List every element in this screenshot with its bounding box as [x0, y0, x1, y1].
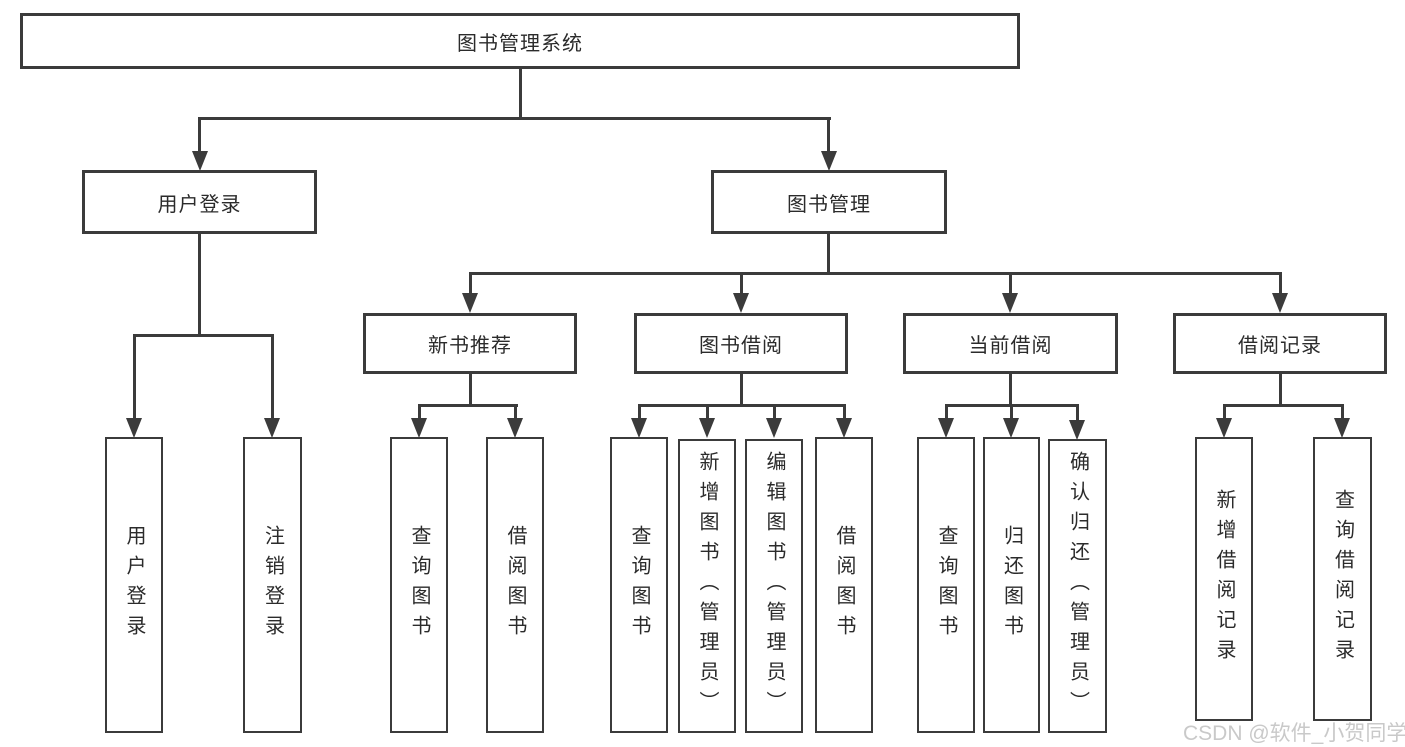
connector-line — [198, 117, 831, 120]
arrow-down-icon — [1334, 418, 1350, 438]
node-leaf-rec-borrow-books-label: 借阅图书 — [504, 525, 526, 645]
connector-line — [469, 272, 1282, 275]
arrow-down-icon — [1002, 293, 1018, 313]
node-leaf-br-add-record-label: 新增借阅记录 — [1213, 489, 1235, 669]
arrow-down-icon — [699, 418, 715, 438]
arrow-down-icon — [1216, 418, 1232, 438]
node-book-borrowing-label: 图书借阅 — [699, 335, 783, 357]
node-leaf-cb-confirm-return-admin: 确认归还（管理员） — [1048, 439, 1107, 733]
arrow-down-icon — [938, 418, 954, 438]
arrow-down-icon — [766, 418, 782, 438]
node-leaf-rec-borrow-books: 借阅图书 — [486, 437, 544, 733]
node-leaf-bb-query-books-label: 查询图书 — [628, 525, 650, 645]
node-leaf-bb-add-books-admin: 新增图书（管理员） — [678, 439, 736, 733]
node-leaf-user-login-label: 用户登录 — [123, 525, 145, 645]
node-book-management: 图书管理 — [711, 170, 947, 234]
node-leaf-cb-query-books-label: 查询图书 — [935, 525, 957, 645]
node-leaf-cb-return-books-label: 归还图书 — [1000, 525, 1023, 645]
node-leaf-rec-query-books: 查询图书 — [390, 437, 448, 733]
arrow-down-icon — [836, 418, 852, 438]
arrow-down-icon — [264, 418, 280, 438]
connector-line — [638, 404, 846, 407]
arrow-down-icon — [1272, 293, 1288, 313]
connector-line — [773, 404, 776, 420]
connector-line — [469, 272, 472, 296]
node-leaf-br-query-record: 查询借阅记录 — [1313, 437, 1372, 721]
node-leaf-br-add-record: 新增借阅记录 — [1195, 437, 1253, 721]
arrow-down-icon — [411, 418, 427, 438]
connector-line — [945, 404, 948, 420]
node-leaf-bb-add-books-admin-label: 新增图书（管理员） — [696, 451, 718, 721]
connector-line — [1279, 374, 1282, 407]
connector-line — [1076, 404, 1079, 420]
node-leaf-bb-borrow-books: 借阅图书 — [815, 437, 873, 733]
arrow-down-icon — [1003, 418, 1019, 438]
node-leaf-bb-query-books: 查询图书 — [610, 437, 668, 733]
node-root-label: 图书管理系统 — [457, 32, 583, 55]
node-leaf-bb-edit-books-admin: 编辑图书（管理员） — [745, 439, 803, 733]
node-leaf-rec-query-books-label: 查询图书 — [408, 525, 430, 645]
connector-line — [133, 334, 274, 337]
node-user-login: 用户登录 — [82, 170, 317, 234]
connector-line — [1341, 404, 1344, 420]
connector-line — [519, 69, 522, 119]
csdn-watermark: CSDN @软件_小贺同学 — [1183, 722, 1405, 745]
node-leaf-cb-return-books: 归还图书 — [983, 437, 1040, 733]
node-user-login-label: 用户登录 — [157, 193, 242, 216]
node-leaf-cb-query-books: 查询图书 — [917, 437, 975, 733]
arrow-down-icon — [1069, 420, 1085, 440]
connector-line — [740, 374, 743, 407]
node-leaf-user-login: 用户登录 — [105, 437, 163, 733]
node-new-book-recommend-label: 新书推荐 — [428, 335, 512, 357]
connector-line — [418, 404, 518, 407]
arrow-down-icon — [821, 151, 837, 171]
connector-line — [198, 117, 201, 153]
node-leaf-bb-borrow-books-label: 借阅图书 — [833, 525, 855, 645]
node-book-management-label: 图书管理 — [787, 193, 871, 216]
connector-line — [706, 404, 709, 420]
connector-line — [1010, 404, 1013, 420]
connector-line — [271, 334, 274, 420]
connector-line — [1279, 272, 1282, 296]
node-leaf-br-query-record-label: 查询借阅记录 — [1331, 489, 1354, 669]
connector-line — [1223, 404, 1226, 420]
arrow-down-icon — [462, 293, 478, 313]
node-borrowing-records-label: 借阅记录 — [1238, 335, 1322, 357]
node-leaf-cb-confirm-return-admin-label: 确认归还（管理员） — [1066, 451, 1089, 721]
node-borrowing-records: 借阅记录 — [1173, 313, 1387, 374]
connector-line — [418, 404, 421, 420]
node-root: 图书管理系统 — [20, 13, 1020, 69]
connector-line — [133, 334, 136, 420]
node-current-borrowing-label: 当前借阅 — [968, 335, 1053, 357]
connector-line — [740, 272, 743, 296]
connector-line — [843, 404, 846, 420]
node-current-borrowing: 当前借阅 — [903, 313, 1118, 374]
arrow-down-icon — [126, 418, 142, 438]
connector-line — [469, 374, 472, 407]
arrow-down-icon — [192, 151, 208, 171]
arrow-down-icon — [631, 418, 647, 438]
arrow-down-icon — [733, 293, 749, 313]
node-leaf-logout: 注销登录 — [243, 437, 302, 733]
connector-line — [198, 234, 201, 336]
connector-line — [1009, 374, 1012, 407]
connector-line — [514, 404, 517, 420]
node-leaf-logout-label: 注销登录 — [261, 525, 284, 645]
arrow-down-icon — [507, 418, 523, 438]
node-new-book-recommend: 新书推荐 — [363, 313, 577, 374]
connector-line — [1009, 272, 1012, 296]
connector-line — [638, 404, 641, 420]
connector-line — [1223, 404, 1343, 407]
node-book-borrowing: 图书借阅 — [634, 313, 848, 374]
connector-line — [827, 234, 830, 275]
node-leaf-bb-edit-books-admin-label: 编辑图书（管理员） — [763, 451, 785, 721]
connector-line — [827, 117, 830, 153]
